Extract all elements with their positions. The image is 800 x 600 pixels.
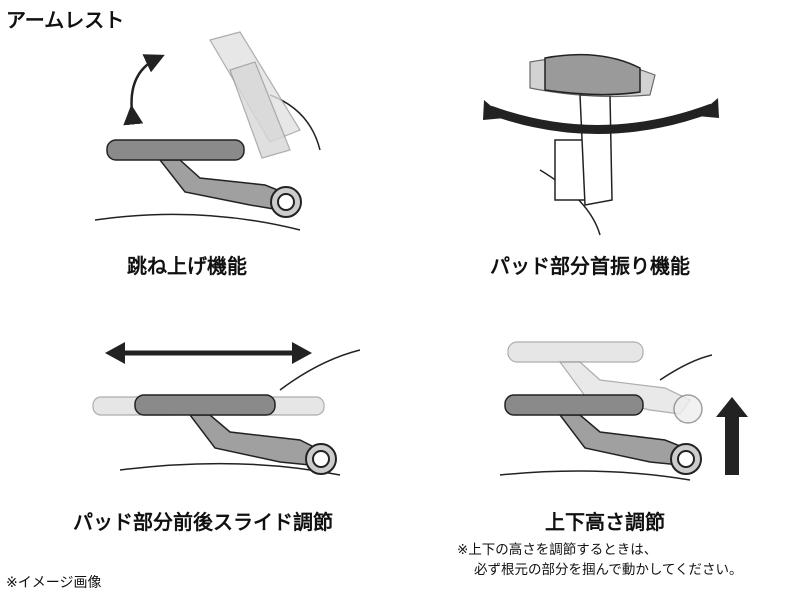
caption-height: 上下高さ調節 [545, 510, 665, 534]
height-adjust-illustration [499, 341, 748, 481]
page-title: アームレスト [6, 8, 125, 32]
note-line-2: 必ず根元の部分を掴んで動かしてください。 [474, 562, 743, 578]
note-line-1: ※上下の高さを調節するときは、 [457, 542, 658, 558]
footnote-image-note: ※イメージ画像 [6, 575, 102, 591]
caption-flip-up: 跳ね上げ機能 [127, 254, 247, 278]
caption-swivel: パッド部分首振り機能 [490, 254, 690, 278]
caption-slide: パッド部分前後スライド調節 [73, 510, 333, 534]
slide-illustration [92, 342, 361, 476]
flip-up-illustration [94, 31, 321, 231]
swivel-illustration [483, 53, 719, 236]
